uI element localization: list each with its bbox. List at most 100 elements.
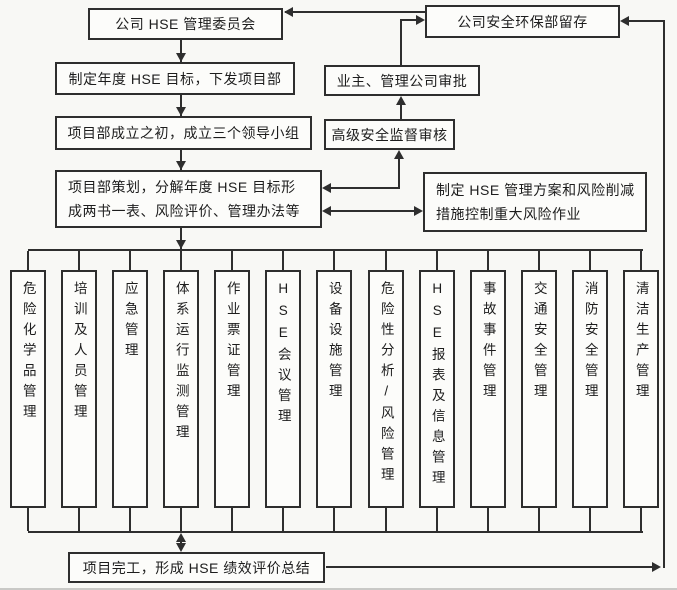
- node-senior-safety-audit: 高级安全监督审核: [324, 119, 455, 150]
- bus-stub: [333, 508, 335, 531]
- connector-groups-to-planning: [180, 150, 182, 170]
- arrowhead-down-icon: [176, 107, 186, 116]
- module-label: 清洁生产管理: [633, 281, 649, 404]
- node-label: 制定年度 HSE 目标，下发项目部: [68, 70, 282, 87]
- bus-stub: [589, 508, 591, 531]
- module-label: 作业票证管理: [224, 281, 240, 404]
- module-risk-analysis: 危险性分析/风险管理: [368, 270, 404, 508]
- bus-stub: [282, 251, 284, 270]
- module-traffic-safety: 交通安全管理: [521, 270, 557, 508]
- node-label: 项目完工，形成 HSE 绩效评价总结: [82, 559, 311, 576]
- arrowhead-right-icon: [416, 15, 425, 25]
- node-risk-reduction-plan: 制定 HSE 管理方案和风险削减 措施控制重大风险作业: [423, 172, 647, 232]
- connector-planning-to-bus: [180, 228, 182, 249]
- bus-stub: [640, 251, 642, 270]
- arrowhead-down-icon: [176, 240, 186, 249]
- arrowhead-down-icon: [176, 543, 186, 552]
- connector-audit-to-approval: [400, 99, 402, 119]
- bus-stub: [27, 508, 29, 531]
- arrowhead-right-icon: [652, 562, 661, 572]
- module-label: 交通安全管理: [531, 281, 547, 404]
- bus-stub: [231, 508, 233, 531]
- bus-stub: [129, 251, 131, 270]
- node-project-planning: 项目部策划，分解年度 HSE 目标形 成两书一表、风险评价、管理办法等: [55, 170, 322, 228]
- bus-stub: [385, 508, 387, 531]
- bus-stub: [538, 508, 540, 531]
- connector-audit-to-planning: [325, 187, 400, 189]
- module-label: HSE报表及信息管理: [429, 281, 445, 491]
- module-label: 事故事件管理: [480, 281, 496, 404]
- arrowhead-down-icon: [176, 53, 186, 62]
- bus-stub: [487, 508, 489, 531]
- connector-goal-to-groups: [180, 95, 182, 116]
- module-hse-meetings: HSE会议管理: [265, 270, 301, 508]
- arrowhead-left-icon: [322, 183, 331, 193]
- node-label: 公司安全环保部留存: [457, 13, 588, 30]
- connector-completion-to-archive: [622, 20, 665, 22]
- module-work-permits: 作业票证管理: [214, 270, 250, 508]
- connector-completion-to-archive: [663, 20, 665, 568]
- module-label: 危险性分析/风险管理: [378, 281, 394, 488]
- module-label: 消防安全管理: [582, 281, 598, 404]
- node-leading-groups: 项目部成立之初，成立三个领导小组: [55, 116, 312, 150]
- module-label: 培训及人员管理: [71, 281, 87, 425]
- module-fire-safety: 消防安全管理: [572, 270, 608, 508]
- connector-archive-to-committee: [285, 11, 425, 13]
- connector-completion-to-archive: [326, 566, 658, 568]
- module-emergency: 应急管理: [112, 270, 148, 508]
- node-owner-approval: 业主、管理公司审批: [324, 65, 480, 96]
- node-label: 项目部策划，分解年度 HSE 目标形 成两书一表、风险评价、管理办法等: [68, 179, 300, 219]
- bus-stub: [129, 508, 131, 531]
- node-label: 业主、管理公司审批: [336, 72, 468, 89]
- bus-stub: [538, 251, 540, 270]
- module-label: 危险化学品管理: [20, 281, 36, 425]
- bus-stub: [231, 251, 233, 270]
- module-system-monitoring: 体系运行监测管理: [163, 270, 199, 508]
- module-training-personnel: 培训及人员管理: [61, 270, 97, 508]
- arrowhead-up-icon: [396, 96, 406, 105]
- arrowhead-left-icon: [284, 7, 293, 17]
- arrowhead-left-icon: [322, 206, 331, 216]
- bus-stub: [78, 251, 80, 270]
- bus-top: [28, 249, 643, 251]
- node-project-completion: 项目完工，形成 HSE 绩效评价总结: [68, 552, 325, 583]
- module-clean-production: 清洁生产管理: [623, 270, 659, 508]
- module-incident-management: 事故事件管理: [470, 270, 506, 508]
- connector-committee-to-goal: [180, 40, 182, 62]
- bus-stub: [27, 251, 29, 270]
- connector-approval-to-archive: [400, 19, 402, 65]
- node-label: 项目部成立之初，成立三个领导小组: [67, 125, 300, 141]
- module-equipment-facilities: 设备设施管理: [316, 270, 352, 508]
- bus-stub: [333, 251, 335, 270]
- node-safety-dept-archive: 公司安全环保部留存: [425, 5, 620, 38]
- node-label: 高级安全监督审核: [331, 126, 448, 143]
- arrowhead-right-icon: [414, 206, 423, 216]
- node-annual-goal: 制定年度 HSE 目标，下发项目部: [55, 62, 295, 95]
- arrowhead-up-icon: [176, 533, 186, 542]
- bus-stub: [436, 508, 438, 531]
- module-label: 应急管理: [122, 281, 138, 363]
- bus-stub: [180, 251, 182, 270]
- bus-stub: [487, 251, 489, 270]
- module-hazardous-chemicals: 危险化学品管理: [10, 270, 46, 508]
- module-label: HSE会议管理: [275, 281, 291, 429]
- bus-stub: [640, 508, 642, 531]
- arrowhead-down-icon: [176, 161, 186, 170]
- bus-bottom: [28, 531, 643, 533]
- scan-edge: [0, 588, 677, 590]
- bus-stub: [589, 251, 591, 270]
- bus-stub: [78, 508, 80, 531]
- node-company-hse-committee: 公司 HSE 管理委员会: [88, 8, 283, 40]
- node-label: 制定 HSE 管理方案和风险削减 措施控制重大风险作业: [436, 182, 635, 222]
- bus-stub: [282, 508, 284, 531]
- module-hse-reports-info: HSE报表及信息管理: [419, 270, 455, 508]
- node-label: 公司 HSE 管理委员会: [115, 16, 256, 32]
- module-label: 设备设施管理: [326, 281, 342, 404]
- module-label: 体系运行监测管理: [173, 281, 189, 445]
- bus-stub: [385, 251, 387, 270]
- connector-planning-to-riskplan: [328, 210, 418, 212]
- arrowhead-left-icon: [620, 16, 629, 26]
- connector-audit-to-planning: [398, 153, 400, 189]
- bus-stub: [436, 251, 438, 270]
